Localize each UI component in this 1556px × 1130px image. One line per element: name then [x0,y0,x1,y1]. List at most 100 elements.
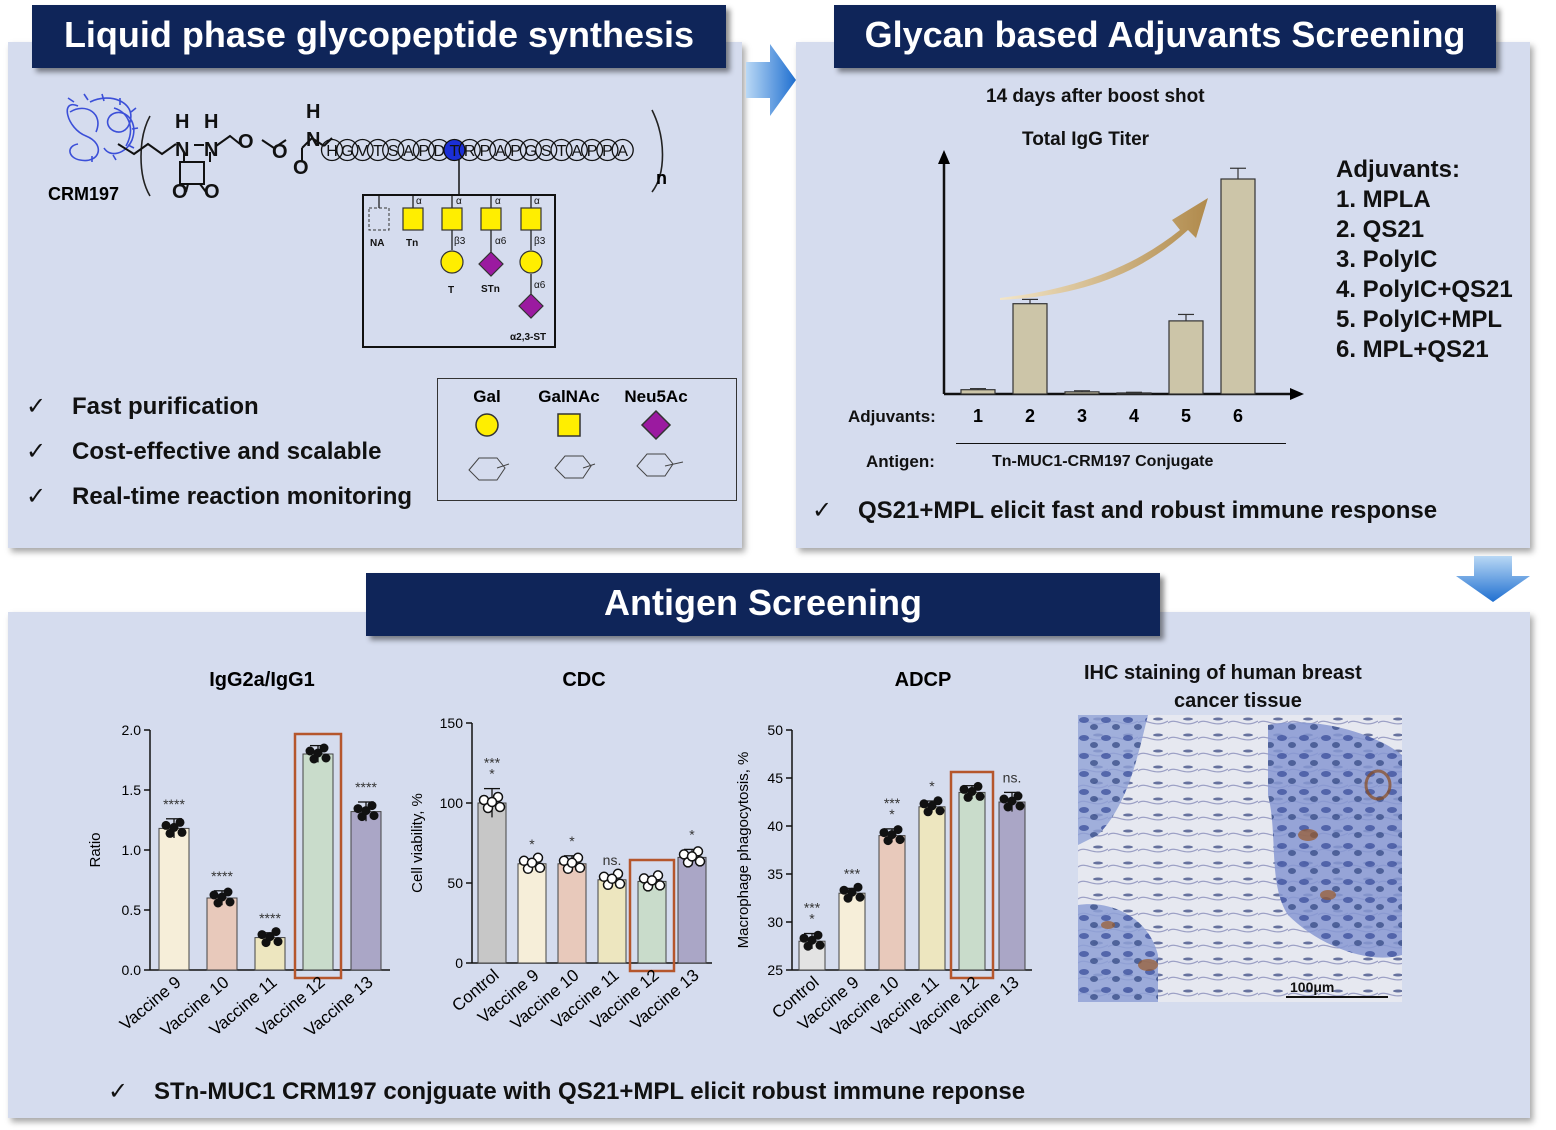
x-tick-label: 5 [1181,406,1191,426]
data-point [367,801,377,811]
scale-bar-label: 100μm [1290,979,1334,995]
y-tick-label: 1.0 [122,842,142,858]
amino-acid-circle [458,138,481,162]
igg-chart-title: Total IgG Titer [1022,129,1150,150]
x-tick-label: 4 [1129,406,1139,426]
y-tick-label: 0 [455,955,463,971]
svg-text:H: H [204,111,218,133]
svg-text:O: O [172,181,188,203]
antigen-underline [956,443,1286,444]
bar [918,806,946,971]
data-point [257,930,267,940]
x-tick-label: 6 [1233,406,1243,426]
adjuvant-item-3: 3. PolyIC [1336,246,1438,273]
amino-acid-label: P [587,143,598,160]
svg-text:Gal: Gal [473,387,500,406]
na-placeholder-icon [368,207,390,231]
adjuvants-title: Glycan based Adjuvants Screening [834,5,1496,68]
amino-acid-label: G [341,143,353,160]
highlight-box [949,770,995,980]
significance-label: **** [259,910,281,926]
adjuvants-axis-label: Adjuvants: [848,407,936,426]
data-point [177,827,187,837]
neu5ac-diamond-icon [518,293,544,319]
y-tick-label: 50 [447,875,463,891]
adjuvant-item-1: 1. MPLA [1336,186,1431,213]
data-point [534,862,546,874]
data-point [271,927,281,937]
adjuvants-legend-title: Adjuvants: [1336,156,1461,183]
data-point [161,820,171,830]
amino-acid-label: P [418,143,429,160]
data-point [319,743,329,753]
amino-acid-label: T [373,143,383,160]
arrow-right-icon [746,44,796,116]
significance-label: *** [844,865,861,881]
data-point [361,806,371,816]
data-point [927,801,937,811]
y-tick-label: 45 [767,770,783,786]
svg-text:α6: α6 [534,280,546,291]
repeat-n-label: n [656,168,667,188]
data-point [895,835,905,845]
amino-acid-circle [366,138,390,162]
galnac-square-icon [441,207,463,231]
neu5ac-diamond-icon [478,251,504,277]
amino-acid-label: S [541,143,552,160]
amino-acid-circle [351,138,374,162]
amino-acid-circle [320,138,344,162]
significance-label: * [809,911,815,927]
data-point [305,746,315,756]
data-point [169,822,179,832]
significance-label: * [889,806,895,822]
svg-text:β3: β3 [534,236,546,247]
data-point [273,937,283,947]
amino-acid-label: P [510,143,521,160]
data-point [893,825,903,835]
bar [302,753,334,971]
trend-arrow-icon [1000,198,1208,300]
ihc-title-line2: cancer tissue [1174,690,1302,712]
svg-text:α2,3-ST: α2,3-ST [510,332,546,343]
data-point [686,851,698,862]
bar [958,791,986,971]
galnac-square-icon [402,207,424,231]
bar [477,802,507,964]
amino-acid-circle [504,138,527,162]
ihc-title-line1: IHC staining of human breast [1084,662,1362,684]
data-point [614,878,626,890]
bar [878,835,906,971]
data-point [654,880,666,891]
gal-circle-icon [519,250,543,274]
data-point [265,932,275,942]
svg-text:α: α [416,196,422,207]
bar [158,827,190,971]
data-point [813,930,823,940]
significance-label: ns. [1003,769,1022,785]
y-tick-label: 50 [767,722,783,738]
bar [350,811,382,971]
amino-acid-label: G [525,143,537,160]
data-point [1015,801,1025,811]
bar [838,892,866,971]
amino-acid-label: A [617,143,628,160]
amino-acid-circle [580,138,604,162]
amino-acid-label: D [433,143,445,160]
data-point [807,935,817,945]
y-axis-label: Macrophage phagocytosis, % [735,752,752,949]
data-point [606,873,618,885]
amino-acid-label: V [357,143,368,160]
y-tick-label: 2.0 [122,722,142,738]
highlight-box [628,858,676,973]
checkmark-icon: ✓ [812,497,833,524]
y-axis-label: Ratio [87,832,104,867]
adjuvants-subtitle: 14 days after boost shot [986,86,1205,107]
data-point [694,856,706,867]
highlight-box [293,732,343,980]
data-point [879,828,889,838]
svg-text:N: N [175,139,189,161]
data-point [1007,796,1017,806]
amino-acid-circle [412,138,435,162]
svg-text:Tn: Tn [406,238,418,249]
